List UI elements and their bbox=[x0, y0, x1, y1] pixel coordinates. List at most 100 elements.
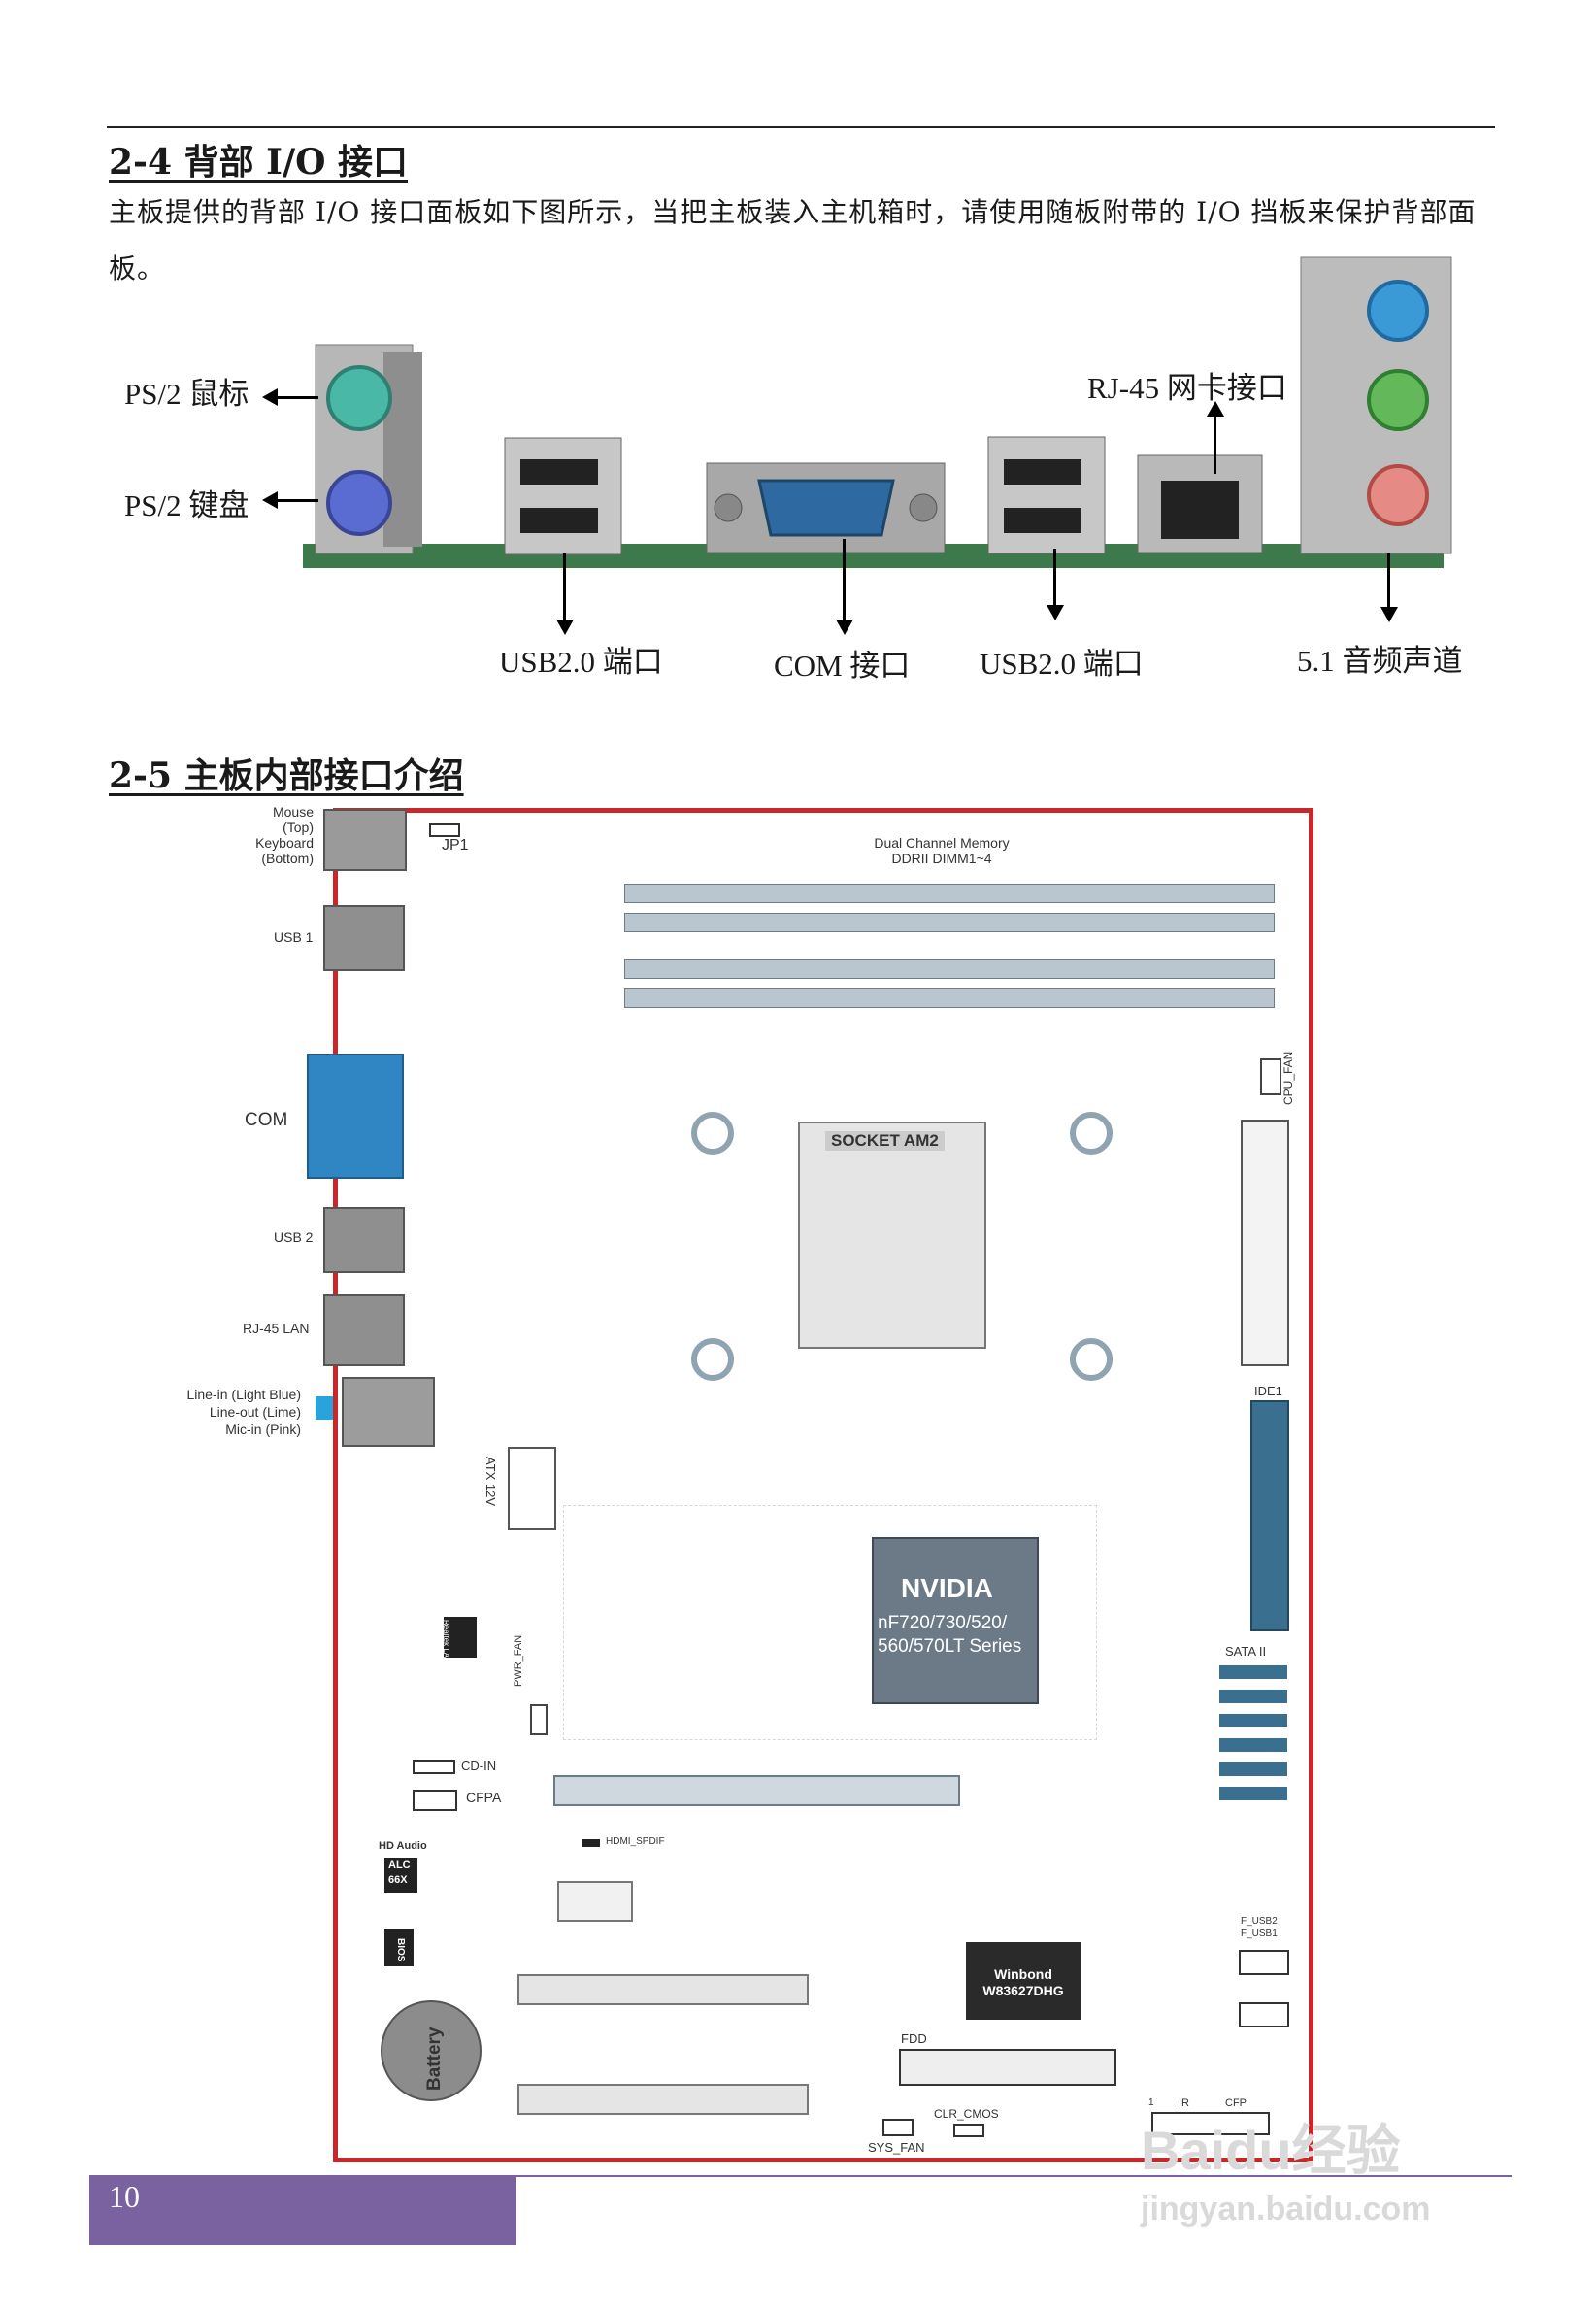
label-f-usb: F_USB2 F_USB1 bbox=[1241, 1916, 1278, 1939]
cpu-fan-header bbox=[1260, 1058, 1281, 1095]
io-panel-illustration bbox=[303, 256, 1452, 568]
mount-hole bbox=[1070, 1338, 1113, 1381]
pci-slot-2 bbox=[517, 2084, 809, 2115]
section-heading-internal: 2-5 主板内部接口介绍 bbox=[109, 755, 464, 796]
label-pwr-fan: PWR_FAN bbox=[513, 1634, 524, 1687]
sata-port bbox=[1219, 1762, 1287, 1776]
mount-hole bbox=[1070, 1112, 1113, 1155]
label-socket: SOCKET AM2 bbox=[825, 1131, 945, 1151]
label-sata: SATA II bbox=[1225, 1644, 1267, 1659]
arrow-usb-left bbox=[563, 553, 566, 621]
label-nvidia: NVIDIA bbox=[901, 1573, 993, 1603]
label-mouse-keyboard: Mouse (Top) Keyboard (Bottom) bbox=[255, 804, 314, 866]
sata-port bbox=[1219, 1787, 1287, 1800]
jp1-jumper bbox=[429, 823, 460, 837]
audio-jack-block bbox=[342, 1377, 435, 1447]
label-rj45: RJ-45 网卡接口 bbox=[1087, 371, 1287, 405]
label-hd-audio: HD Audio bbox=[379, 1840, 427, 1852]
label-cfp: CFP bbox=[1225, 2097, 1247, 2109]
label-realtek: Realtek LAN bbox=[442, 1620, 450, 1663]
label-fdd: FDD bbox=[901, 2031, 927, 2046]
label-memory: Dual Channel Memory DDRII DIMM1~4 bbox=[874, 835, 1010, 866]
mount-hole bbox=[691, 1338, 734, 1381]
label-jp1: JP1 bbox=[442, 837, 469, 854]
label-com-board: COM bbox=[245, 1110, 288, 1130]
com-connector bbox=[307, 1054, 404, 1179]
dimm-slot-2 bbox=[624, 913, 1275, 932]
arrow-rj45 bbox=[1214, 416, 1216, 474]
label-ide1: IDE1 bbox=[1254, 1384, 1282, 1398]
arrow-audio bbox=[1387, 553, 1390, 608]
usb1-connector bbox=[323, 905, 405, 971]
baidu-watermark: Baidu经验 bbox=[1141, 2120, 1401, 2181]
label-com: COM 接口 bbox=[774, 649, 911, 683]
cd-in-header bbox=[413, 1760, 455, 1774]
baidu-watermark-url: jingyan.baidu.com bbox=[1141, 2191, 1431, 2228]
pwr-fan-header bbox=[530, 1704, 548, 1735]
ps2-connector bbox=[323, 809, 407, 871]
sys-fan-header bbox=[882, 2119, 914, 2136]
pcie-x16-slot bbox=[553, 1775, 960, 1806]
chipset-area bbox=[563, 1505, 1097, 1740]
label-ps2-mouse: PS/2 鼠标 bbox=[124, 377, 249, 411]
label-atx12v: ATX 12V bbox=[483, 1457, 498, 1507]
label-cpu-fan: CPU_FAN bbox=[1281, 1051, 1295, 1105]
label-rj45-lan: RJ-45 LAN bbox=[243, 1321, 310, 1336]
dimm-slot-1 bbox=[624, 884, 1275, 903]
pcie-x1-slot bbox=[557, 1881, 633, 1922]
sata-port bbox=[1219, 1714, 1287, 1727]
arrow-com bbox=[843, 539, 846, 622]
label-battery: Battery bbox=[424, 2027, 445, 2091]
label-ir: IR bbox=[1179, 2097, 1189, 2109]
label-audio: 5.1 音频声道 bbox=[1297, 644, 1463, 678]
nvidia-chipset bbox=[872, 1537, 1039, 1704]
atx12v-connector bbox=[508, 1447, 556, 1530]
label-audio-jacks: Line-in (Light Blue) Line-out (Lime) Mic… bbox=[186, 1387, 301, 1437]
label-usb-right: USB2.0 端口 bbox=[980, 647, 1144, 681]
alc-chip bbox=[384, 1858, 417, 1893]
arrowhead-usb-left bbox=[556, 620, 574, 635]
label-usb2: USB 2 bbox=[274, 1229, 314, 1245]
label-usb1: USB 1 bbox=[274, 929, 314, 945]
footer-line bbox=[516, 2175, 1512, 2177]
label-alc: ALC 66X bbox=[388, 1860, 411, 1886]
label-nvidia-model: nF720/730/520/ 560/570LT Series bbox=[878, 1613, 1022, 1657]
f-usb2-header bbox=[1239, 1950, 1289, 1975]
winbond-chip bbox=[966, 1942, 1081, 2020]
section-heading-io: 2-4 背部 I/O 接口 bbox=[109, 142, 408, 183]
page-number: 10 bbox=[109, 2179, 140, 2214]
arrow-ps2-keyboard bbox=[278, 499, 318, 502]
top-rule bbox=[107, 126, 1495, 128]
clr-cmos-jumper bbox=[953, 2124, 984, 2137]
cmos-battery bbox=[381, 2000, 482, 2101]
bios-chip bbox=[384, 1929, 414, 1966]
label-cd-in: CD-IN bbox=[461, 1759, 497, 1773]
label-bios: BIOS bbox=[395, 1938, 406, 1962]
cfpa-header bbox=[413, 1790, 457, 1811]
cpu-socket bbox=[798, 1122, 986, 1349]
sata-port bbox=[1219, 1738, 1287, 1752]
label-usb-left: USB2.0 端口 bbox=[499, 645, 663, 679]
arrow-usb-right bbox=[1053, 549, 1056, 607]
motherboard-outline bbox=[333, 808, 1313, 2162]
label-cfpa: CFPA bbox=[466, 1790, 502, 1805]
label-sys-fan: SYS_FAN bbox=[868, 2140, 925, 2155]
arrowhead-com bbox=[836, 620, 853, 635]
ir-cfp-header bbox=[1151, 2112, 1270, 2135]
arrowhead-usb-right bbox=[1047, 605, 1064, 620]
arrowhead-ps2-mouse bbox=[262, 388, 278, 406]
section-paragraph-io: 主板提供的背部 I/O 接口面板如下图所示，当把主板装入主机箱时，请使用随板附带… bbox=[109, 196, 1477, 285]
realtek-lan-chip bbox=[444, 1617, 477, 1658]
label-winbond: Winbond W83627DHG bbox=[982, 1966, 1064, 1998]
label-clr-cmos: CLR_CMOS bbox=[934, 2107, 999, 2121]
arrowhead-ps2-keyboard bbox=[262, 491, 278, 509]
dimm-slot-4 bbox=[624, 988, 1275, 1008]
sata-port bbox=[1219, 1665, 1287, 1679]
arrowhead-rj45 bbox=[1207, 401, 1224, 417]
f-usb1-header bbox=[1239, 2002, 1289, 2027]
line-in-jack bbox=[316, 1396, 333, 1420]
label-pin1: 1 bbox=[1148, 2097, 1154, 2108]
fdd-connector bbox=[899, 2049, 1116, 2086]
arrow-ps2-mouse bbox=[278, 396, 318, 399]
label-hdmi-spdif: HDMI_SPDIF bbox=[606, 1836, 665, 1847]
